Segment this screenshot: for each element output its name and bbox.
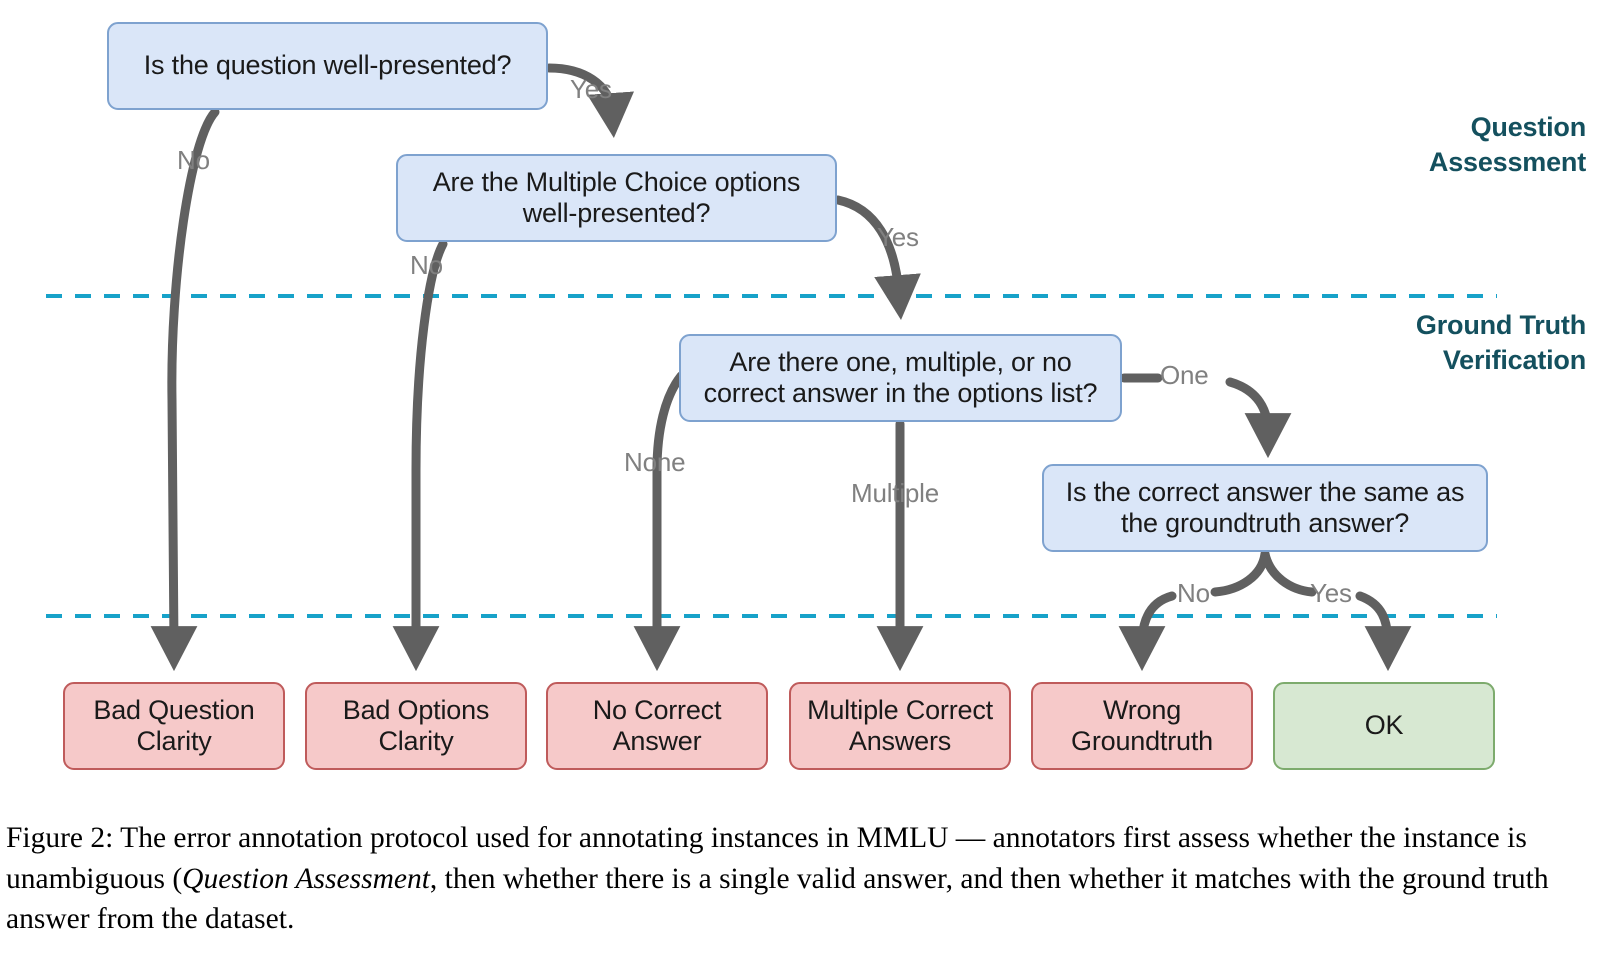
outcome-node-bad-question-clarity[interactable]: Bad Question Clarity [63, 682, 285, 770]
outcome-node-multiple-correct-answers[interactable]: Multiple Correct Answers [789, 682, 1011, 770]
phase-label-question-assessment: Question Assessment [1428, 112, 1586, 178]
edge-label-q2-yes: Yes [877, 222, 919, 252]
figure-caption: Figure 2: The error annotation protocol … [6, 818, 1606, 940]
decision-node-number-of-correct-answers[interactable]: Are there one, multiple, or no correct a… [679, 334, 1122, 422]
edge-label-q3-one: One [1160, 360, 1209, 390]
edge-q4-yes-to-ok-tail [1355, 591, 1412, 672]
figure-caption-text-2: , then whether there is a single valid a… [6, 862, 1549, 936]
edge-label-q1-yes: Yes [570, 74, 612, 104]
edge-q4-no-to-wrong-groundtruth-tail [1118, 591, 1177, 672]
outcome-node-wrong-groundtruth[interactable]: Wrong Groundtruth [1031, 682, 1253, 770]
edge-q3-none-to-no-correct-answer [633, 371, 686, 672]
edge-label-q3-multiple: Multiple [851, 478, 939, 508]
figure-caption-emphasis: Question Assessment [182, 862, 430, 895]
figure-caption-text-1: The error annotation protocol used for a… [6, 822, 1527, 895]
edge-q4-no-to-wrong-groundtruth [1210, 549, 1270, 597]
outcome-node-no-correct-answer[interactable]: No Correct Answer [546, 682, 768, 770]
edge-q1-no-to-bad-question-clarity [150, 107, 220, 672]
decision-node-matches-groundtruth[interactable]: Is the correct answer the same as the gr… [1042, 464, 1488, 552]
outcome-node-bad-options-clarity[interactable]: Bad Options Clarity [305, 682, 527, 770]
edge-q2-no-to-bad-options-clarity [392, 239, 448, 672]
edge-label-q4-no: No [1177, 578, 1210, 608]
phase-label-ground-truth-verification: Ground Truth Verification [1415, 310, 1586, 376]
edge-label-q3-none: None [624, 447, 686, 477]
figure-caption-label: Figure 2: [6, 822, 114, 854]
edge-q3-one-to-q4-curve [1225, 377, 1292, 459]
edge-q4-yes-to-ok [1260, 549, 1317, 597]
decision-node-question-well-presented[interactable]: Is the question well-presented? [107, 22, 548, 110]
edge-label-q4-yes: Yes [1310, 578, 1352, 608]
decision-node-options-well-presented[interactable]: Are the Multiple Choice options well-pre… [396, 154, 837, 242]
outcome-node-ok[interactable]: OK [1273, 682, 1495, 770]
edge-label-q2-no: No [410, 250, 443, 280]
edge-label-q1-no: No [177, 145, 210, 175]
